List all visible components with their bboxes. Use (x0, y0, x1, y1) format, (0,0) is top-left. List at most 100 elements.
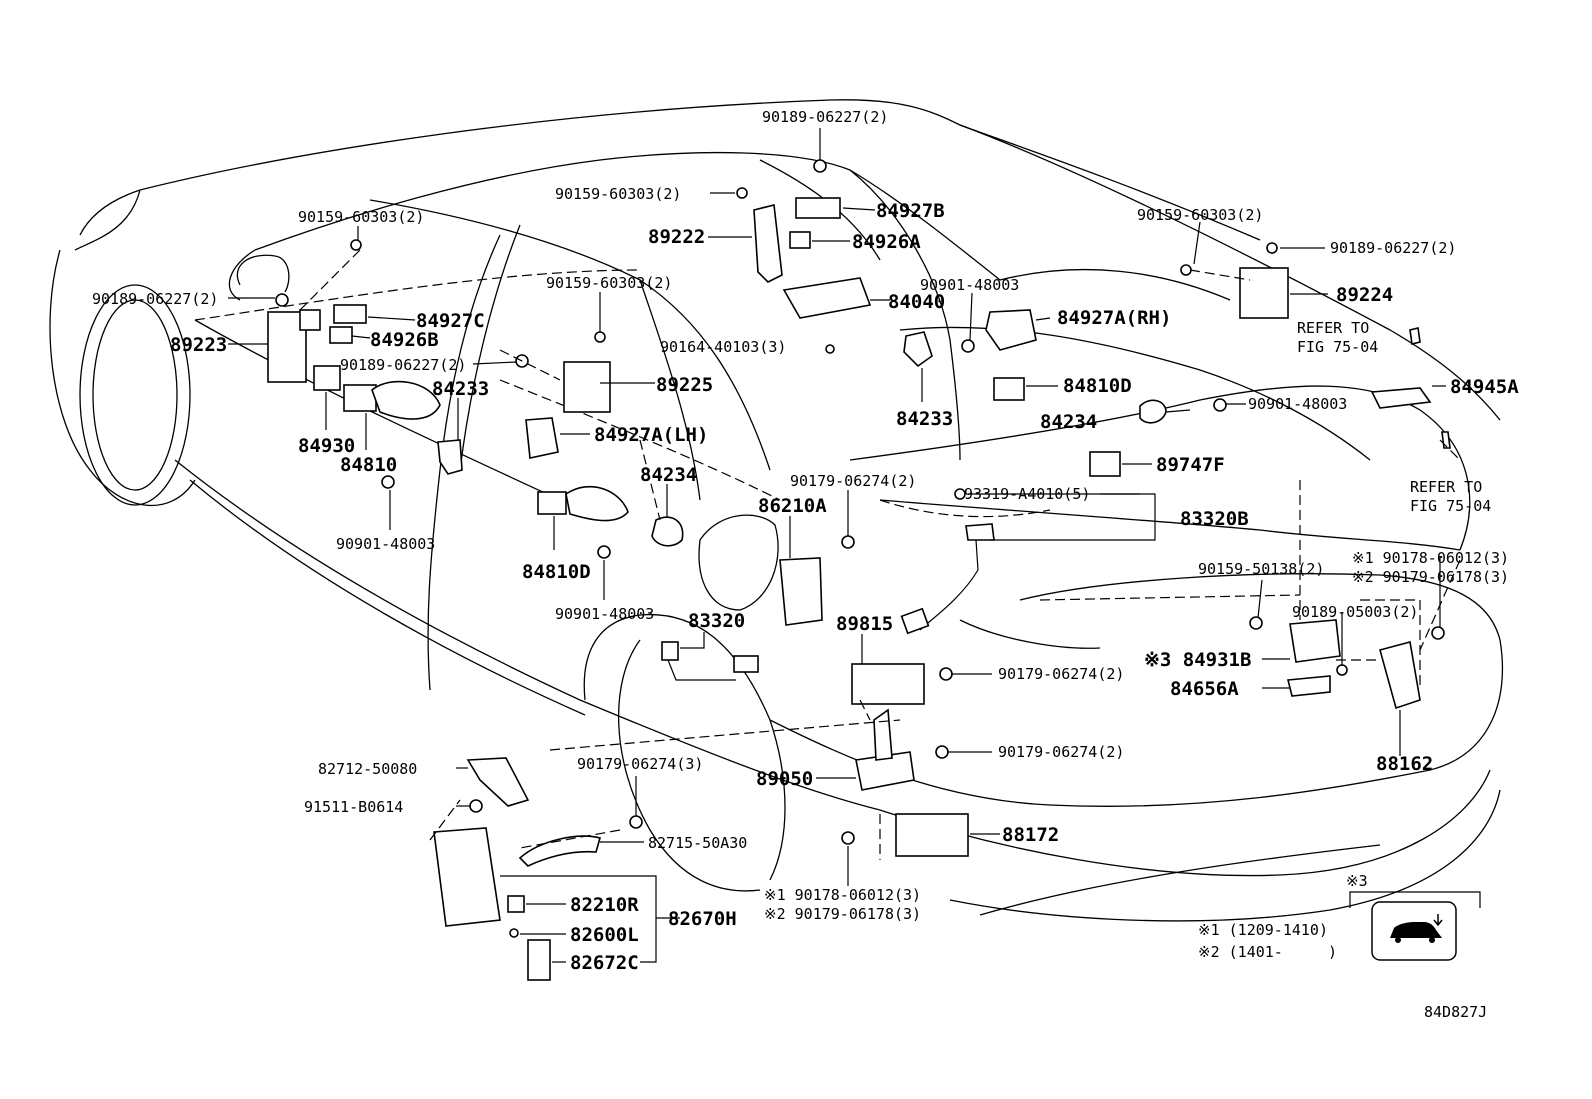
legend-mark-3: ※3 (1346, 872, 1368, 890)
label-84656A: 84656A (1170, 678, 1239, 700)
label-90179-06178-bottom: ※2 90179-06178(3) (764, 905, 921, 923)
label-90159-50138: 90159-50138(2) (1198, 560, 1324, 578)
part-86210A-shape (779, 557, 823, 626)
part-84810-shape (343, 384, 377, 412)
part-84234-right-shape (1139, 399, 1167, 424)
label-90164-40103: 90164-40103(3) (660, 338, 786, 356)
part-84926B-shape (329, 326, 353, 344)
part-84656A-shape (1286, 675, 1331, 697)
part-82210R-shape (507, 895, 525, 913)
part-84927C-shape (333, 304, 367, 324)
part-89222-shape (753, 204, 783, 283)
label-90901-48003-right: 90901-48003 (1248, 395, 1347, 413)
label-84927C: 84927C (416, 310, 485, 332)
label-84233-left: 84233 (432, 378, 489, 400)
label-88172: 88172 (1002, 824, 1059, 846)
label-90178-06012-bottom: ※1 90178-06012(3) (764, 886, 921, 904)
label-90189-05003: 90189-05003(2) (1292, 603, 1418, 621)
label-86210A: 86210A (758, 495, 827, 517)
label-84810D-left: 84810D (522, 561, 591, 583)
part-84234-left-shape (651, 516, 684, 547)
label-90179-06274-d: 90179-06274(3) (577, 755, 703, 773)
label-82670H: 82670H (668, 908, 737, 930)
label-90189-06227-left: 90189-06227(2) (92, 290, 218, 308)
label-89747F: 89747F (1156, 454, 1225, 476)
label-90901-48003-left: 90901-48003 (336, 535, 435, 553)
label-84040: 84040 (888, 291, 945, 313)
label-83320B: 83320B (1180, 508, 1249, 530)
figure-code: 84D827J (1424, 1003, 1487, 1021)
label-90189-06227-right: 90189-06227(2) (1330, 239, 1456, 257)
label-90159-60303-c: 90159-60303(2) (546, 274, 672, 292)
label-90179-06274-c: 90179-06274(2) (998, 743, 1124, 761)
label-90901-48003-top: 90901-48003 (920, 276, 1019, 294)
label-84927A-RH: 84927A(RH) (1057, 307, 1171, 329)
part-84233-left-shape (437, 439, 463, 475)
part-82712-50080-shape (466, 757, 530, 807)
part-84931B-shape (1289, 619, 1341, 663)
label-84810: 84810 (340, 454, 397, 476)
label-82672C: 82672C (570, 952, 639, 974)
car-trunk-icon-glyph (1390, 914, 1443, 943)
label-82210R: 82210R (570, 894, 639, 916)
part-84810D-right-shape (993, 377, 1025, 401)
legend: ※3 ※1 (1209-1410) ※2 (1401- ) (1198, 872, 1481, 961)
part-88172-shape (895, 813, 969, 857)
label-84927B: 84927B (876, 200, 945, 222)
label-84927A-LH: 84927A(LH) (594, 424, 708, 446)
label-refer-2b: FIG 75-04 (1410, 497, 1491, 515)
label-89223: 89223 (170, 334, 227, 356)
legend-note-2: ※2 (1401- ) (1198, 943, 1337, 961)
label-90178-06012-right: ※1 90178-06012(3) (1352, 549, 1509, 567)
label-84931B: ※3 84931B (1144, 649, 1251, 671)
label-83320: 83320 (688, 610, 745, 632)
part-84927B-shape (795, 197, 841, 219)
part-82670H-shape (433, 827, 501, 927)
label-90179-06274-b: 90179-06274(2) (998, 665, 1124, 683)
label-84233-right: 84233 (896, 408, 953, 430)
label-82715-50A30: 82715-50A30 (648, 834, 747, 852)
part-84927A-RH-shape (985, 309, 1037, 351)
label-88162: 88162 (1376, 753, 1433, 775)
label-refer-1b: FIG 75-04 (1297, 338, 1378, 356)
label-89224: 89224 (1336, 284, 1393, 306)
label-82600L: 82600L (570, 924, 639, 946)
label-84945A: 84945A (1450, 376, 1519, 398)
part-89224-shape (1239, 267, 1289, 319)
label-90901-48003-mid: 90901-48003 (555, 605, 654, 623)
label-93319-A4010: 93319-A4010(5) (964, 485, 1090, 503)
label-90189-06227-mid: 90189-06227(2) (340, 356, 466, 374)
part-84945A-shape (1370, 387, 1432, 409)
part-89225-shape (563, 361, 611, 413)
label-refer-2a: REFER TO (1410, 478, 1482, 496)
label-90159-60303-b: 90159-60303(2) (298, 208, 424, 226)
part-84810D-left-shape (537, 491, 567, 515)
label-82712-50080: 82712-50080 (318, 760, 417, 778)
part-84930-shape (313, 365, 341, 391)
label-84926B: 84926B (370, 329, 439, 351)
label-91511-B0614: 91511-B0614 (304, 798, 403, 816)
part-89747F-shape (1089, 451, 1121, 477)
label-90159-60303-d: 90159-60303(2) (1137, 206, 1263, 224)
part-89815-shape (851, 663, 925, 705)
part-88162-shape (1379, 641, 1421, 710)
part-84927A-LH-shape (525, 417, 559, 459)
label-89222: 89222 (648, 226, 705, 248)
label-84930: 84930 (298, 435, 355, 457)
label-89815: 89815 (836, 613, 893, 635)
part-shapes (267, 159, 1451, 981)
label-84926A: 84926A (852, 231, 921, 253)
part-labels: 90189-06227(2) 90159-60303(2) 84927B 892… (92, 108, 1519, 974)
label-84234-left: 84234 (640, 464, 697, 486)
label-90189-06227-top: 90189-06227(2) (762, 108, 888, 126)
label-89050: 89050 (756, 768, 813, 790)
part-84233-right-shape (903, 331, 933, 368)
part-84926A-shape (789, 231, 811, 249)
part-84040-shape (782, 277, 872, 319)
label-refer-1a: REFER TO (1297, 319, 1369, 337)
label-90179-06274-a: 90179-06274(2) (790, 472, 916, 490)
leader-lines (228, 128, 1461, 963)
label-89225: 89225 (656, 374, 713, 396)
legend-note-1: ※1 (1209-1410) (1198, 921, 1328, 939)
